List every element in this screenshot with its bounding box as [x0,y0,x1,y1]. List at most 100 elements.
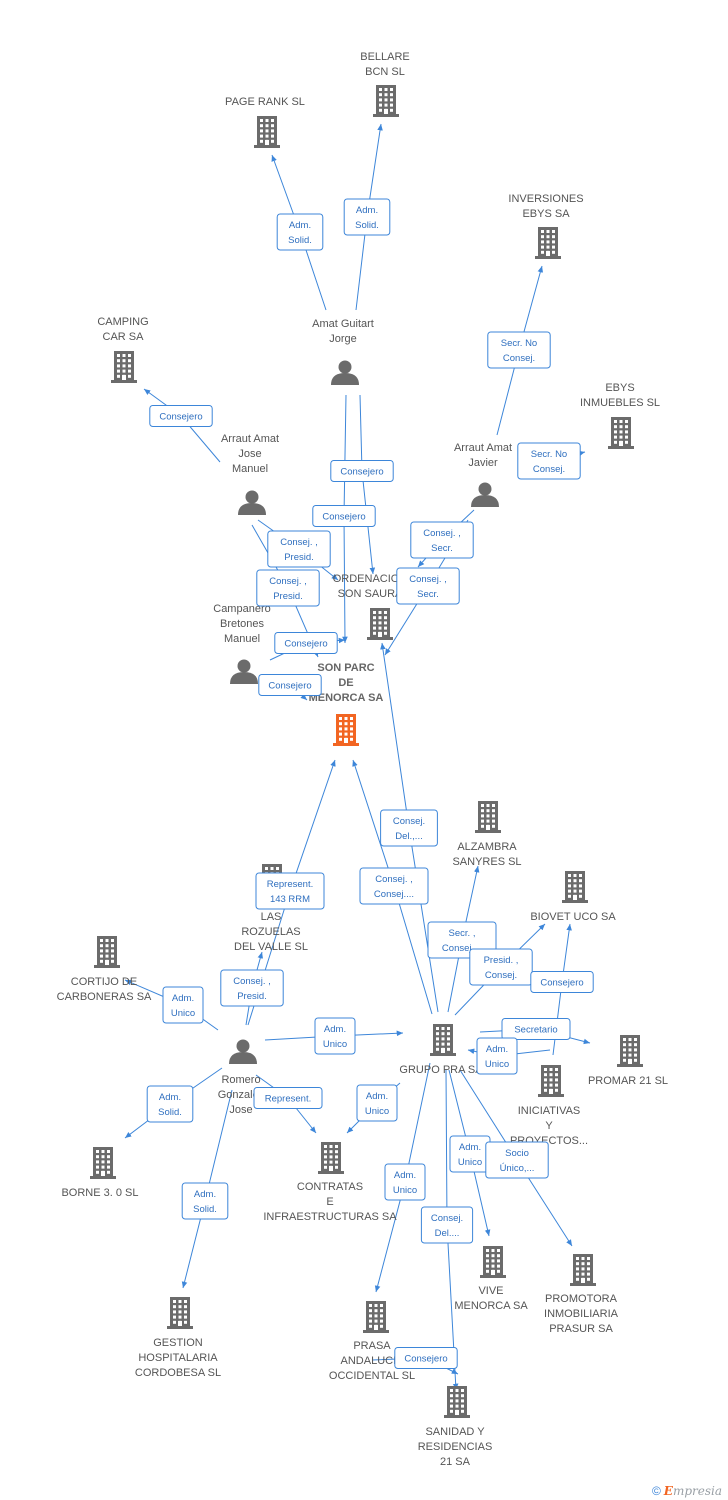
building-icon [367,608,393,640]
edge-label-box [530,971,594,993]
edge-label[interactable]: Represent. [253,1087,323,1109]
edge-label-box [276,213,324,251]
edge-label-text: Presid. , [484,955,519,966]
edge-label[interactable]: Secretario [501,1018,571,1040]
node-borne[interactable]: BORNE 3. 0 SL [61,1147,139,1199]
edge-label[interactable]: Adm.Unico [162,986,204,1024]
node-label: BIOVET UCO SA [530,911,616,923]
edge-label-box [410,521,474,559]
edge-label-text: Adm. [159,1092,181,1103]
edge-label[interactable]: Represent.143 RRM [255,872,325,910]
edge-label[interactable]: Adm.Solid. [276,213,324,251]
edge-line [359,394,376,575]
edge-label-box [146,1085,194,1123]
edge-label-text: Secretario [514,1025,557,1036]
edge-label-text: Adm. [486,1044,508,1055]
edge-label-text: Consej. , [269,576,307,587]
edge-label[interactable]: SocioÚnico,... [485,1141,549,1179]
edge-label[interactable]: Adm.Unico [449,1135,491,1173]
edge-label[interactable]: Consej.Del.... [420,1206,474,1244]
node-label: PROMAR 21 SL [588,1075,668,1087]
edge-label-text: Consej. [393,816,425,827]
edge-label[interactable]: Consejero [258,674,322,696]
edge-label[interactable]: Consej. ,Presid. [256,569,320,607]
edge-label-text: Represent. [267,879,313,890]
edge-label[interactable]: Consej. ,Presid. [220,969,284,1007]
edge-label-box [469,948,533,986]
edge-label-text: Consej. [431,1213,463,1224]
edge-label[interactable]: Consej. ,Presid. [267,530,331,568]
edge-label-box [220,969,284,1007]
node-iniciativas[interactable]: INICIATIVASYPROYECTOS... [510,1065,588,1147]
edge-label[interactable]: Consej.Del.,... [380,809,438,847]
node-grupo-pra[interactable]: GRUPO PRA SA [399,1024,483,1076]
node-label: INMUEBLES SL [580,397,660,409]
edge-label[interactable]: Adm.Unico [356,1084,398,1122]
node-label: CARBONERAS SA [57,991,152,1003]
edge-label[interactable]: Presid. ,Consej. [469,948,533,986]
edge-label[interactable]: Consejero [394,1347,458,1369]
edge-label-text: Presid. [284,552,314,563]
edge-label[interactable]: Consejero [530,971,594,993]
edge-label[interactable]: Consejero [312,505,376,527]
edge-label[interactable]: Consejero [149,405,213,427]
edge-label-text: Unico [171,1008,195,1019]
edge-label-text: Adm. [394,1170,416,1181]
edge-label-text: Único,... [500,1163,535,1174]
edge-label-text: Consejero [340,467,383,478]
edge-label-box [330,460,394,482]
edge-label[interactable]: Adm.Unico [384,1163,426,1201]
node-promar[interactable]: PROMAR 21 SL [588,1035,668,1087]
edge-label-text: Solid. [288,235,312,246]
edge-label[interactable]: Consejero [330,460,394,482]
building-icon [363,1301,389,1333]
node-page-rank[interactable]: PAGE RANK SL [225,96,305,148]
edge-label[interactable]: Consejero [274,632,338,654]
building-icon [373,85,399,117]
edge-label[interactable]: Adm.Unico [476,1037,518,1075]
edge-label-box [149,405,213,427]
edge-label-text: Solid. [158,1107,182,1118]
edge-label[interactable]: Adm.Unico [314,1017,356,1055]
edge-label[interactable]: Consej. ,Secr. [410,521,474,559]
edge-label-text: Adm. [459,1142,481,1153]
edge-label[interactable]: Adm.Solid. [181,1182,229,1220]
node-label: Amat Guitart [312,318,374,330]
edge-label-box [380,809,438,847]
edge-label-box [314,1017,356,1055]
edge-label[interactable]: Consej. ,Secr. [396,567,460,605]
edge-label[interactable]: Adm.Solid. [343,198,391,236]
footer-brand[interactable]: ©Empresia [652,1484,722,1498]
node-biovet[interactable]: BIOVET UCO SA [530,871,616,923]
person-icon [229,1039,257,1064]
edge-label-text: Consej. , [423,528,461,539]
edge-label[interactable]: Adm. Solid. [146,1085,194,1123]
edge-label[interactable]: Consej. ,Consej.... [359,867,429,905]
edge-label-text: Consej. , [375,874,413,885]
edge-label-text: Secr. , [449,928,476,939]
building-icon [333,714,359,746]
edge-label-text: Consej. , [409,574,447,585]
